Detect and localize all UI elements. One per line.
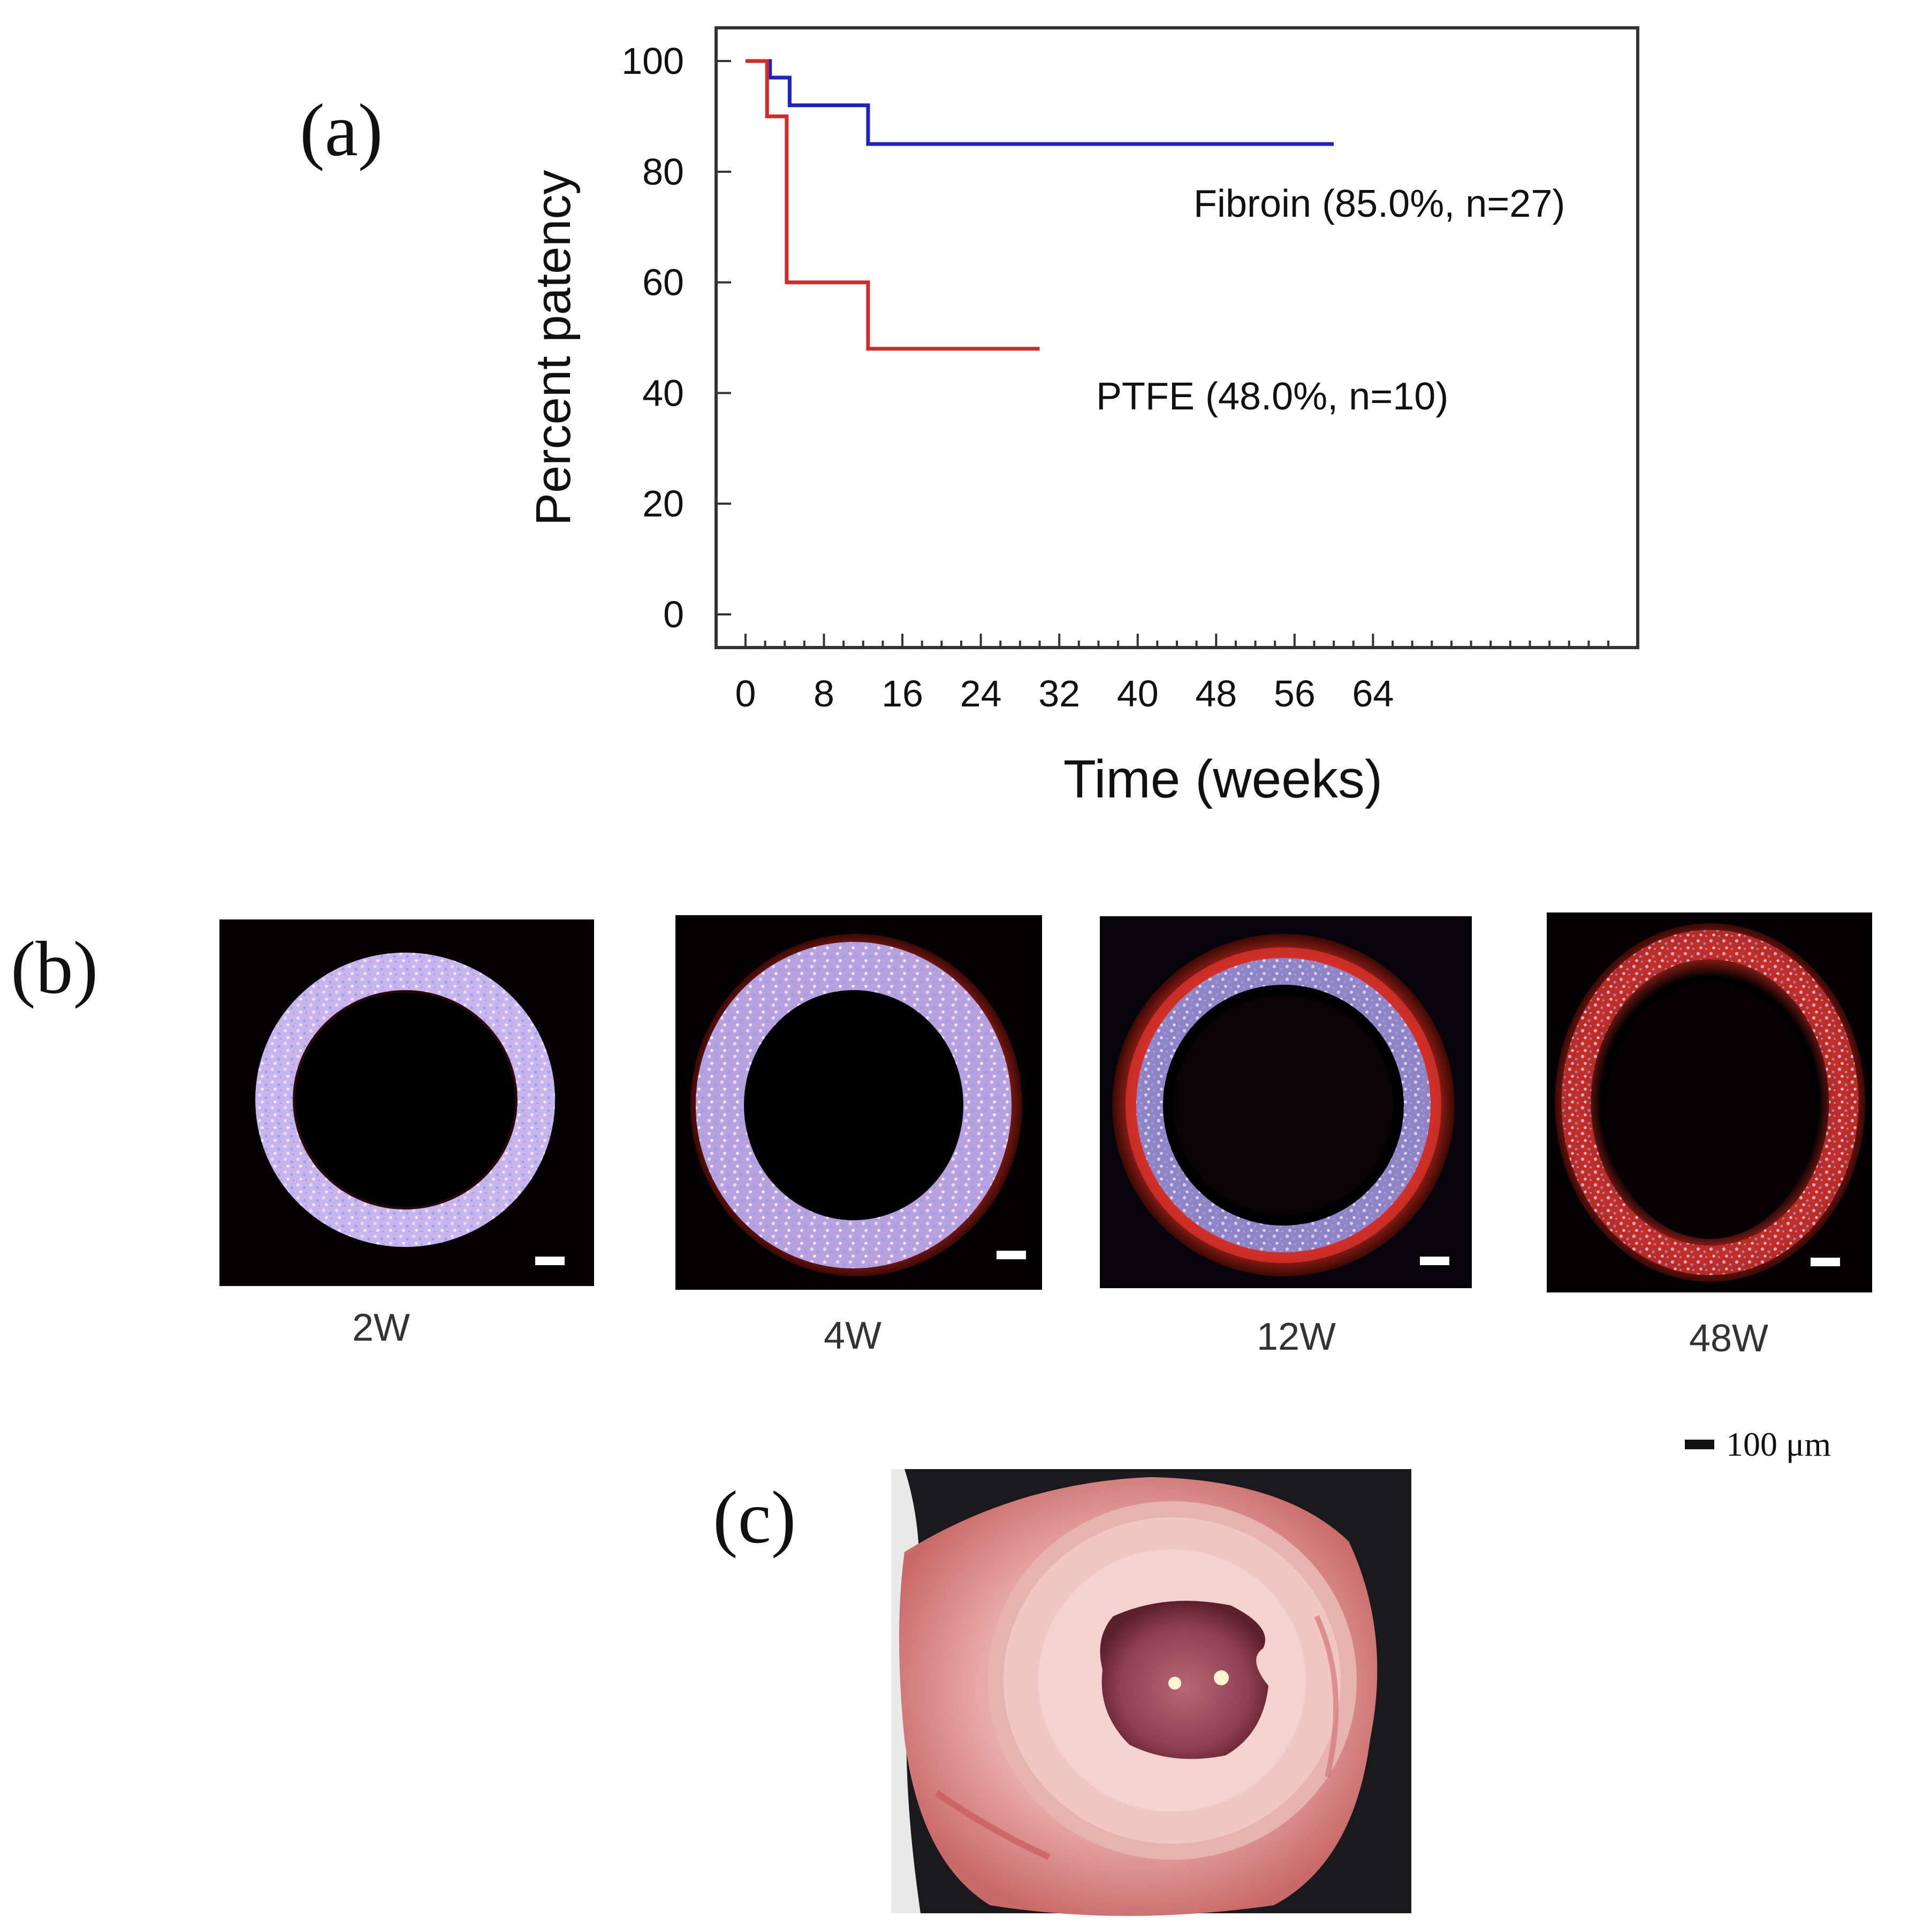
series-label-ptfe: PTFE (48.0%, n=10) bbox=[1096, 375, 1448, 418]
x-tick-label: 8 bbox=[814, 673, 834, 714]
plot-frame bbox=[714, 26, 1639, 649]
x-tick-label: 64 bbox=[1352, 673, 1394, 714]
series-line-fibroin bbox=[745, 59, 1334, 146]
y-tick-label: 20 bbox=[642, 483, 684, 524]
scale-bar bbox=[1420, 1257, 1449, 1265]
scale-bar bbox=[997, 1251, 1026, 1259]
micrograph-label-12w: 12W bbox=[1257, 1315, 1336, 1358]
y-tick-label: 0 bbox=[663, 594, 684, 635]
scale-bar-legend-text: 100 μm bbox=[1726, 1425, 1831, 1463]
x-tick-label: 24 bbox=[960, 673, 1002, 714]
graft-photograph bbox=[891, 1469, 1411, 1916]
micrograph-label-4w: 4W bbox=[824, 1314, 881, 1357]
y-axis-label: Percent patency bbox=[526, 170, 581, 526]
scale-bar bbox=[1811, 1258, 1840, 1266]
micrograph-2w bbox=[219, 919, 594, 1286]
y-tick-label: 100 bbox=[621, 40, 684, 82]
panel-label-c: (c) bbox=[713, 1476, 796, 1559]
x-tick-label: 32 bbox=[1038, 673, 1080, 714]
micrograph-label-48w: 48W bbox=[1689, 1317, 1768, 1360]
y-tick-label: 60 bbox=[642, 262, 684, 303]
x-tick-label: 0 bbox=[735, 673, 756, 714]
scale-bar-legend-bar bbox=[1685, 1440, 1714, 1449]
panel-label-a: (a) bbox=[300, 89, 383, 172]
micrograph-label-2w: 2W bbox=[352, 1306, 410, 1349]
x-axis-label: Time (weeks) bbox=[1063, 749, 1382, 809]
micrograph-12w bbox=[1100, 916, 1472, 1288]
survival-chart: 0 8 16 24 32 40 48 56 64 0 20 40 60 80 100 Fibroin (85… bbox=[526, 26, 1639, 809]
panel-label-b: (b) bbox=[11, 926, 98, 1009]
series-label-fibroin: Fibroin (85.0%, n=27) bbox=[1194, 182, 1565, 225]
micrograph-48w bbox=[1547, 912, 1872, 1292]
x-tick-label: 56 bbox=[1274, 673, 1316, 714]
series-line-ptfe bbox=[745, 59, 1040, 351]
y-tick-label: 40 bbox=[642, 372, 684, 414]
x-tick-label: 48 bbox=[1195, 673, 1237, 714]
scale-bar bbox=[535, 1257, 565, 1265]
micrograph-4w bbox=[675, 915, 1042, 1290]
x-tick-label: 40 bbox=[1117, 673, 1159, 714]
x-tick-label: 16 bbox=[881, 673, 923, 714]
y-tick-label: 80 bbox=[642, 151, 684, 193]
